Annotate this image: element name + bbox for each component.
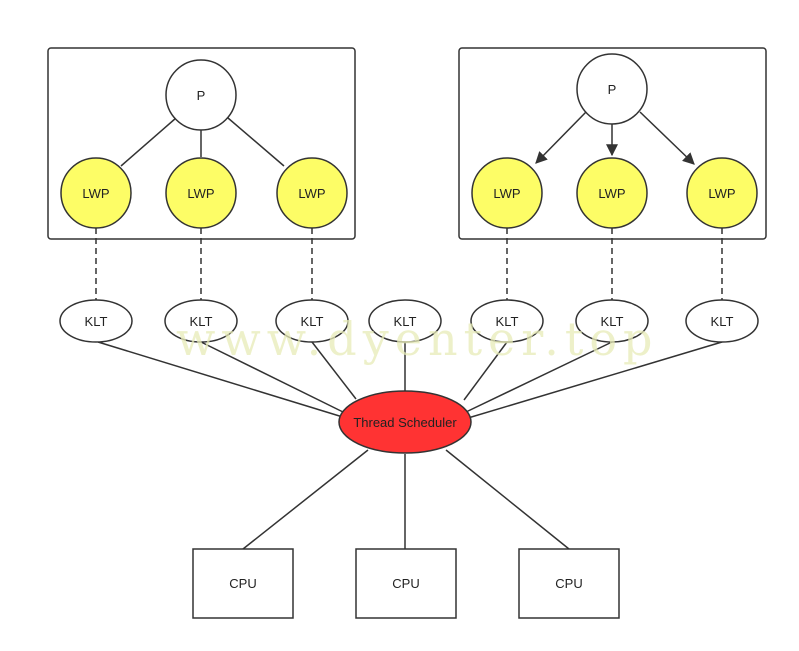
lwp-label: LWP bbox=[187, 186, 214, 201]
cpu-label: CPU bbox=[229, 576, 256, 591]
klt-node: KLT bbox=[164, 299, 238, 343]
scheduler-cpu-links bbox=[242, 449, 570, 550]
lwp-label: LWP bbox=[82, 186, 109, 201]
klt-label: KLT bbox=[601, 314, 624, 329]
klt-label: KLT bbox=[496, 314, 519, 329]
cpu-box: CPU bbox=[518, 548, 620, 619]
thread-scheduler-label: Thread Scheduler bbox=[353, 415, 457, 430]
lwp-node: LWP bbox=[471, 157, 543, 229]
lwp-label: LWP bbox=[708, 186, 735, 201]
klt-node: KLT bbox=[575, 299, 649, 343]
right-process-label: P bbox=[608, 82, 617, 97]
klt-label: KLT bbox=[711, 314, 734, 329]
lwp-klt-dashed-links bbox=[95, 228, 723, 300]
lwp-node: LWP bbox=[165, 157, 237, 229]
lwp-label: LWP bbox=[493, 186, 520, 201]
cpu-box: CPU bbox=[355, 548, 457, 619]
klt-label: KLT bbox=[190, 314, 213, 329]
cpu-box: CPU bbox=[192, 548, 294, 619]
right-process-links bbox=[535, 111, 695, 165]
cpu-label: CPU bbox=[555, 576, 582, 591]
left-process-node: P bbox=[165, 59, 237, 131]
right-process-node: P bbox=[576, 53, 648, 125]
lwp-node: LWP bbox=[576, 157, 648, 229]
klt-scheduler-links bbox=[97, 341, 723, 419]
klt-label: KLT bbox=[394, 314, 417, 329]
klt-label: KLT bbox=[85, 314, 108, 329]
klt-label: KLT bbox=[301, 314, 324, 329]
lwp-label: LWP bbox=[298, 186, 325, 201]
thread-scheduler-node: Thread Scheduler bbox=[338, 390, 472, 454]
left-process-links bbox=[120, 117, 285, 167]
klt-node: KLT bbox=[59, 299, 133, 343]
lwp-node: LWP bbox=[686, 157, 758, 229]
klt-node: KLT bbox=[368, 299, 442, 343]
klt-node: KLT bbox=[470, 299, 544, 343]
klt-node: KLT bbox=[275, 299, 349, 343]
cpu-label: CPU bbox=[392, 576, 419, 591]
lwp-node: LWP bbox=[60, 157, 132, 229]
left-process-label: P bbox=[197, 88, 206, 103]
klt-node: KLT bbox=[685, 299, 759, 343]
lwp-node: LWP bbox=[276, 157, 348, 229]
watermark-text: www.dyenter.top bbox=[176, 312, 658, 366]
lwp-label: LWP bbox=[598, 186, 625, 201]
